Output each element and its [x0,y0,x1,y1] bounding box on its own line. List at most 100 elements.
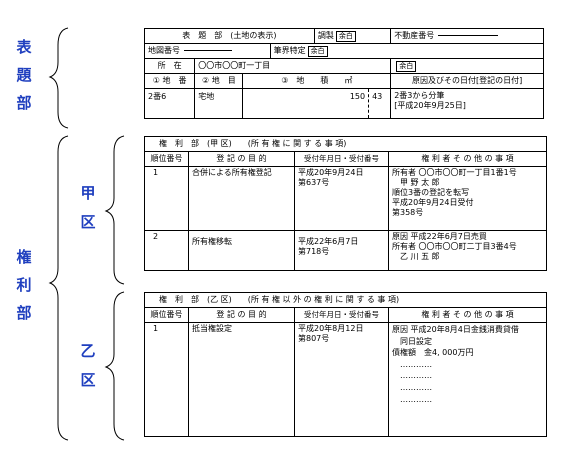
chizu-bango-cell: 地図番号 [144,43,271,59]
chizu-bango-line [184,50,232,51]
kou-col-mokuteki-text: 登 記 の 目 的 [216,154,267,163]
hyodai-title: 表 題 部 (土地の表示) [144,28,315,44]
col-chiseki-text: ③ 地 積 ㎡ [281,76,353,85]
row-genin: 2番3から分筆 [平成20年9月25日] [390,88,544,119]
kenri-label: 権 利 部 [14,250,34,321]
hyodai-title-text: 表 題 部 (土地の表示) [182,31,277,40]
otsu-brace [104,291,125,441]
otsu-row1-juni: 1 [144,322,189,437]
kou-col-kenrisha: 権 利 者 そ の 他 の 事 項 [388,151,547,167]
table-row: 1 合併による所有権登記 平成20年9月24日 第637号 所有者 〇〇市〇〇町… [144,166,547,231]
kou-row2-kenrisha-text: 原因 平成22年6月7日売買 所有者 〇〇市〇〇町二丁目3番4号 乙 川 五 郎 [392,232,517,261]
kou-col-uketsuke-text: 受付年月日・受付番号 [304,154,379,164]
col-genin-text: 原因及びその日付[登記の日付] [411,76,523,85]
kou-col-uketsuke: 受付年月日・受付番号 [294,151,389,167]
label-char: 甲 [80,184,96,202]
kou-col-juni-text: 順位番号 [150,154,183,163]
otsu-row1-kenrisha-text: 原因 平成20年8月4日金銭消費貸借 同日設定 債権額 金4, 000万円 ‥‥… [392,325,519,404]
row-chiseki-int-text: 150 [349,92,366,101]
otsu-col-juni-text: 順位番号 [150,310,183,319]
chosei-label: 調製 [317,30,334,40]
kou-title-text: 権 利 部 (甲 区) (所 有 権 に 関 す る 事 項) [159,139,347,148]
otsu-col-kenrisha: 権 利 者 そ の 他 の 事 項 [387,307,548,323]
kou-col-mokuteki: 登 記 の 目 的 [188,151,295,167]
row-genin-text: 2番3から分筆 [平成20年9月25日] [394,91,466,110]
otsu-col-uketsuke-text: 受付年月日・受付番号 [304,310,379,320]
kou-brace [104,135,125,285]
otsu-col-mokuteki: 登 記 の 目 的 [188,307,295,323]
row-chimoku-text: 宅地 [198,92,215,101]
col-chiban-text: ① 地 番 [152,76,187,85]
kou-title: 権 利 部 (甲 区) (所 有 権 に 関 す る 事 項) [144,136,547,152]
label-char: 区 [80,213,96,231]
label-char: 権 [16,248,32,266]
kou-row2-juni-text: 2 [153,232,159,241]
label-char: 利 [16,276,32,294]
col-chimoku-text: ② 地 目 [202,76,236,85]
kou-row1-mokuteki: 合併による所有権登記 [188,166,295,231]
hikkai-cell: 筆界特定余白 [269,43,545,59]
label-char: 表 [16,38,32,56]
row-chiseki-dec-text: 43 [372,92,383,101]
kou-row2-mokuteki: 所有権移転 [188,230,295,271]
otsu-title-text: 権 利 部 (乙 区) (所 有 権 以 外 の 権 利 に 関 す る 事 項… [159,295,400,304]
kou-row1-kenrisha-text: 所有者 〇〇市〇〇町一丁目1番1号 甲 野 太 郎 順位3番の登記を転写 平成2… [392,168,517,217]
otsu-col-mokuteki-text: 登 記 の 目 的 [216,310,267,319]
kou-row2-juni: 2 [144,230,189,271]
otsu-row1-uketsuke-text: 平成20年8月12日 第807号 [298,324,364,343]
kou-row2-uketsuke-text: 平成22年6月7日 第718号 [298,237,359,256]
col-chimoku: ② 地 目 [194,73,244,89]
shozai-label: 所 在 [157,61,182,70]
otsu-row1-juni-text: 1 [153,324,159,333]
otsu-row1-kenrisha: 原因 平成20年8月4日金銭消費貸借 同日設定 債権額 金4, 000万円 ‥‥… [387,322,548,437]
otsu-table: 権 利 部 (乙 区) (所 有 権 以 外 の 権 利 に 関 す る 事 項… [143,292,548,437]
kou-label: 甲 区 [78,186,98,230]
otsu-label: 乙 区 [78,344,98,388]
otsu-row1-uketsuke: 平成20年8月12日 第807号 [294,322,389,437]
label-char: 乙 [80,342,96,360]
otsu-row1-mokuteki: 抵当権設定 [188,322,295,437]
shozai-label-cell: 所 在 [143,58,196,74]
hikkai-label: 筆界特定 [273,45,306,55]
shozai-box-cell: 余白 [390,58,544,74]
kou-row1-mokuteki-text: 合併による所有権登記 [192,168,272,177]
row-chiseki-dec: 43 [368,88,392,119]
kou-row1-uketsuke: 平成20年9月24日 第637号 [294,166,389,231]
table-row: 2 所有権移転 平成22年6月7日 第718号 原因 平成22年6月7日売買 所… [144,230,547,271]
row-chiseki-int: 150 [242,88,369,119]
kou-row1-juni-text: 1 [153,168,159,177]
shozai-value: 〇〇市〇〇町一丁目 [198,61,271,70]
label-char: 部 [16,94,32,112]
kenri-brace [48,135,69,441]
kou-row1-juni: 1 [144,166,189,231]
kou-row2-uketsuke: 平成22年6月7日 第718号 [294,230,389,271]
fudosan-bango-cell: 不動産番号 [390,28,544,44]
chosei-cell: 調製余白 [313,28,392,44]
kou-table: 権 利 部 (甲 区) (所 有 権 に 関 す る 事 項) 順位番号 登 記… [144,136,547,271]
shozai-value-cell: 〇〇市〇〇町一丁目 [194,58,392,74]
chosei-box: 余白 [335,30,356,42]
kou-row1-uketsuke-text: 平成20年9月24日 第637号 [298,168,364,187]
label-char: 区 [80,371,96,389]
row-chiban-text: 2番6 [148,92,167,101]
label-char: 部 [16,304,32,322]
label-char: 題 [16,66,32,84]
hyodai-brace [48,27,69,129]
row-chimoku: 宅地 [194,88,244,119]
row-chiban: 2番6 [143,88,196,119]
kou-row2-mokuteki-text: 所有権移転 [192,237,232,246]
col-chiban: ① 地 番 [143,73,196,89]
hyodai-label: 表 題 部 [14,40,34,111]
kou-col-kenrisha-text: 権 利 者 そ の 他 の 事 項 [421,154,514,163]
col-genin: 原因及びその日付[登記の日付] [390,73,544,89]
otsu-row1-mokuteki-text: 抵当権設定 [192,324,232,333]
otsu-col-kenrisha-text: 権 利 者 そ の 他 の 事 項 [421,310,514,319]
hyodai-table: 表 題 部 (土地の表示) 調製余白 不動産番号 地図番号 筆界特定余白 所 在… [143,28,545,119]
table-row: 1 抵当権設定 平成20年8月12日 第807号 原因 平成20年8月4日金銭消… [144,322,548,437]
kou-col-juni: 順位番号 [144,151,189,167]
otsu-col-juni: 順位番号 [144,307,189,323]
fudosan-bango-line [438,35,499,36]
otsu-title: 権 利 部 (乙 区) (所 有 権 以 外 の 権 利 に 関 す る 事 項… [143,292,548,308]
kou-row2-kenrisha: 原因 平成22年6月7日売買 所有者 〇〇市〇〇町二丁目3番4号 乙 川 五 郎 [388,230,547,271]
